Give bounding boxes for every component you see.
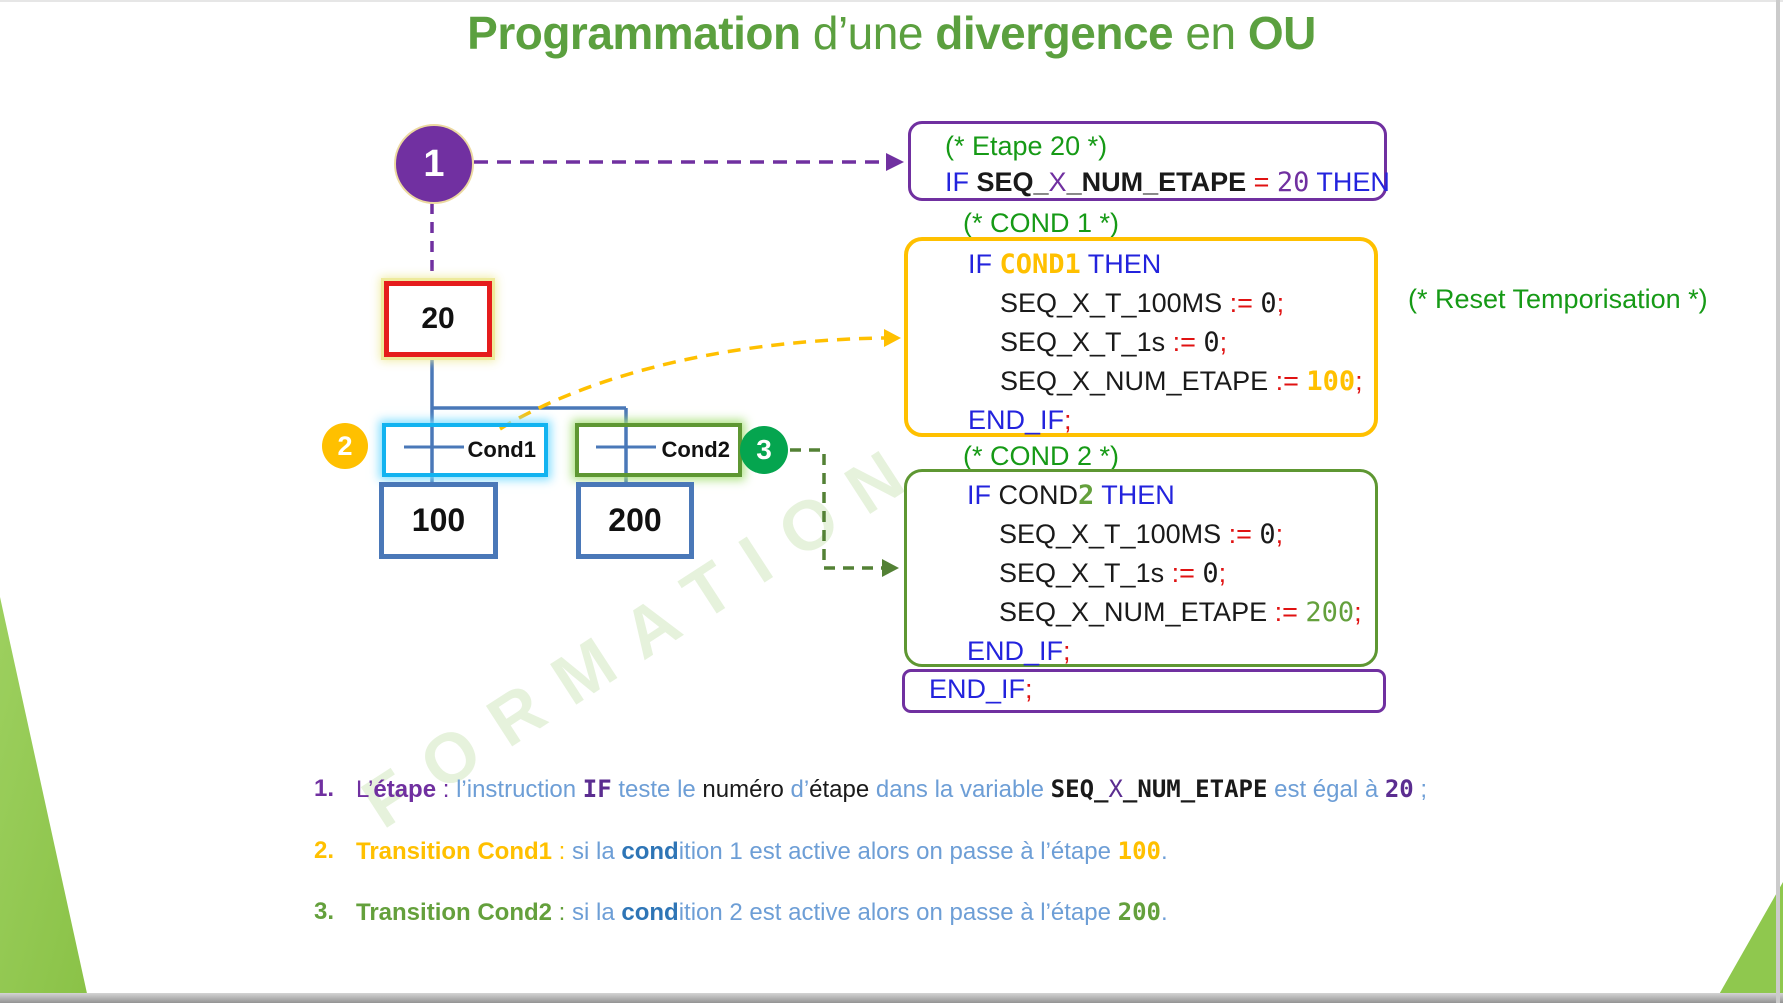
step-20-box: 20 — [384, 281, 492, 357]
code-line: IF COND1 THEN — [968, 249, 1162, 280]
code-line: IF COND2 THEN — [967, 480, 1175, 511]
transition-cond2-box: Cond2 — [575, 423, 742, 477]
code-box-endif: END_IF; — [902, 669, 1386, 713]
code-line: SEQ_X_T_100MS := 0; — [1000, 288, 1285, 319]
green-arrowhead — [882, 559, 899, 577]
step-100-box: 100 — [379, 482, 498, 559]
code-box-cond2: IF COND2 THEN SEQ_X_T_100MS := 0; SEQ_X_… — [904, 469, 1378, 667]
code-box-etape20: (* Etape 20 *) IF SEQ_X_NUM_ETAPE = 20 T… — [908, 121, 1390, 201]
comment-cond2: (* COND 2 *) — [963, 441, 1120, 471]
right-edge-line — [1776, 0, 1780, 1003]
code-line: END_IF; — [967, 636, 1071, 666]
transition-cond2-label: Cond2 — [661, 437, 730, 462]
code-box-cond1: IF COND1 THEN SEQ_X_T_100MS := 0; SEQ_X_… — [904, 237, 1378, 437]
code-line: IF SEQ_X_NUM_ETAPE = 20 THEN — [945, 167, 1390, 198]
yellow-dashed-curve — [499, 336, 885, 431]
note-text: Transition Cond2 : si la condition 2 est… — [356, 898, 1168, 926]
note-2: 2. Transition Cond1 : si la condition 1 … — [314, 836, 1168, 867]
purple-arrowhead — [886, 153, 904, 171]
transition-cond1-box: Cond1 — [382, 423, 548, 477]
note-number: 2. — [314, 837, 335, 864]
initial-step-badge: 1 — [394, 124, 474, 204]
green-dashed-elbow — [790, 448, 882, 570]
code-line: SEQ_X_T_1s := 0; — [999, 558, 1227, 589]
bottom-edge-strip — [0, 993, 1783, 1003]
note-1: 1. L’étape : l’instruction IF teste le n… — [314, 774, 1427, 805]
step-200-box: 200 — [576, 482, 694, 559]
note-text: Transition Cond1 : si la condition 1 est… — [356, 837, 1168, 865]
yellow-arrowhead — [884, 329, 901, 347]
code-line: END_IF; — [968, 405, 1072, 435]
code-line: SEQ_X_NUM_ETAPE := 200; — [999, 597, 1362, 628]
note-number: 3. — [314, 898, 335, 925]
comment-cond1: (* COND 1 *) — [963, 208, 1120, 238]
top-edge-line — [0, 0, 1783, 2]
note-text: L’étape : l’instruction IF teste le numé… — [356, 775, 1428, 803]
badge-3: 3 — [740, 426, 788, 474]
code-line: SEQ_X_NUM_ETAPE := 100; — [1000, 366, 1363, 397]
code-line: SEQ_X_T_1s := 0; — [1000, 327, 1228, 358]
transition-cond1-label: Cond1 — [467, 437, 536, 462]
note-number: 1. — [314, 775, 335, 802]
badge-2: 2 — [322, 423, 368, 469]
code-line: SEQ_X_T_100MS := 0; — [999, 519, 1284, 550]
page-title: Programmation d’une divergence en OU — [467, 7, 1316, 59]
code-line: (* Etape 20 *) — [945, 131, 1108, 161]
note-3: 3. Transition Cond2 : si la condition 2 … — [314, 897, 1168, 928]
code-line: END_IF; — [929, 674, 1033, 704]
comment-reset-temporisation: (* Reset Temporisation *) — [1408, 284, 1708, 314]
